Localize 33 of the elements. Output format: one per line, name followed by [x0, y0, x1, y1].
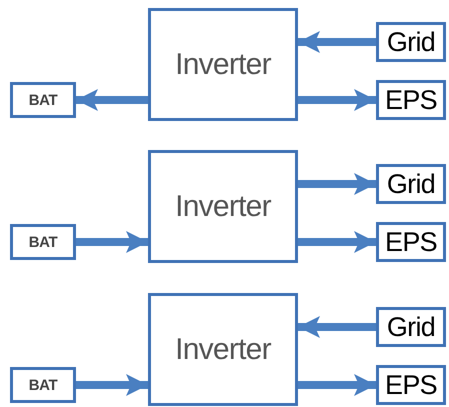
arrow — [298, 89, 376, 111]
arrow — [76, 374, 148, 396]
node-label: Grid — [386, 314, 436, 340]
inverter-box — [148, 293, 298, 406]
node-label: BAT — [28, 92, 58, 108]
arrow — [76, 231, 148, 253]
arrow — [76, 89, 148, 111]
arrow — [298, 31, 376, 53]
terminal-box — [376, 365, 446, 405]
battery-box — [10, 82, 76, 118]
node-label: Inverter — [175, 334, 271, 364]
arrow — [298, 231, 376, 253]
node-label: EPS — [384, 86, 437, 114]
battery-box — [10, 367, 76, 403]
node-label: Grid — [386, 28, 436, 56]
node-label: Grid — [386, 170, 436, 198]
inverter-box — [148, 8, 298, 121]
terminal-box — [376, 164, 446, 204]
arrow — [298, 173, 376, 195]
node-label: Inverter — [175, 192, 271, 222]
node-label: EPS — [384, 228, 437, 256]
node-label: Inverter — [175, 50, 271, 80]
node-label: EPS — [384, 372, 437, 398]
node-label: BAT — [28, 378, 58, 392]
terminal-box — [376, 80, 446, 120]
inverter-box — [148, 150, 298, 263]
terminal-box — [376, 222, 446, 262]
terminal-box — [376, 307, 446, 347]
arrow — [298, 316, 376, 338]
terminal-box — [376, 22, 446, 62]
battery-box — [10, 224, 76, 260]
arrow — [298, 374, 376, 396]
node-label: BAT — [28, 234, 58, 250]
